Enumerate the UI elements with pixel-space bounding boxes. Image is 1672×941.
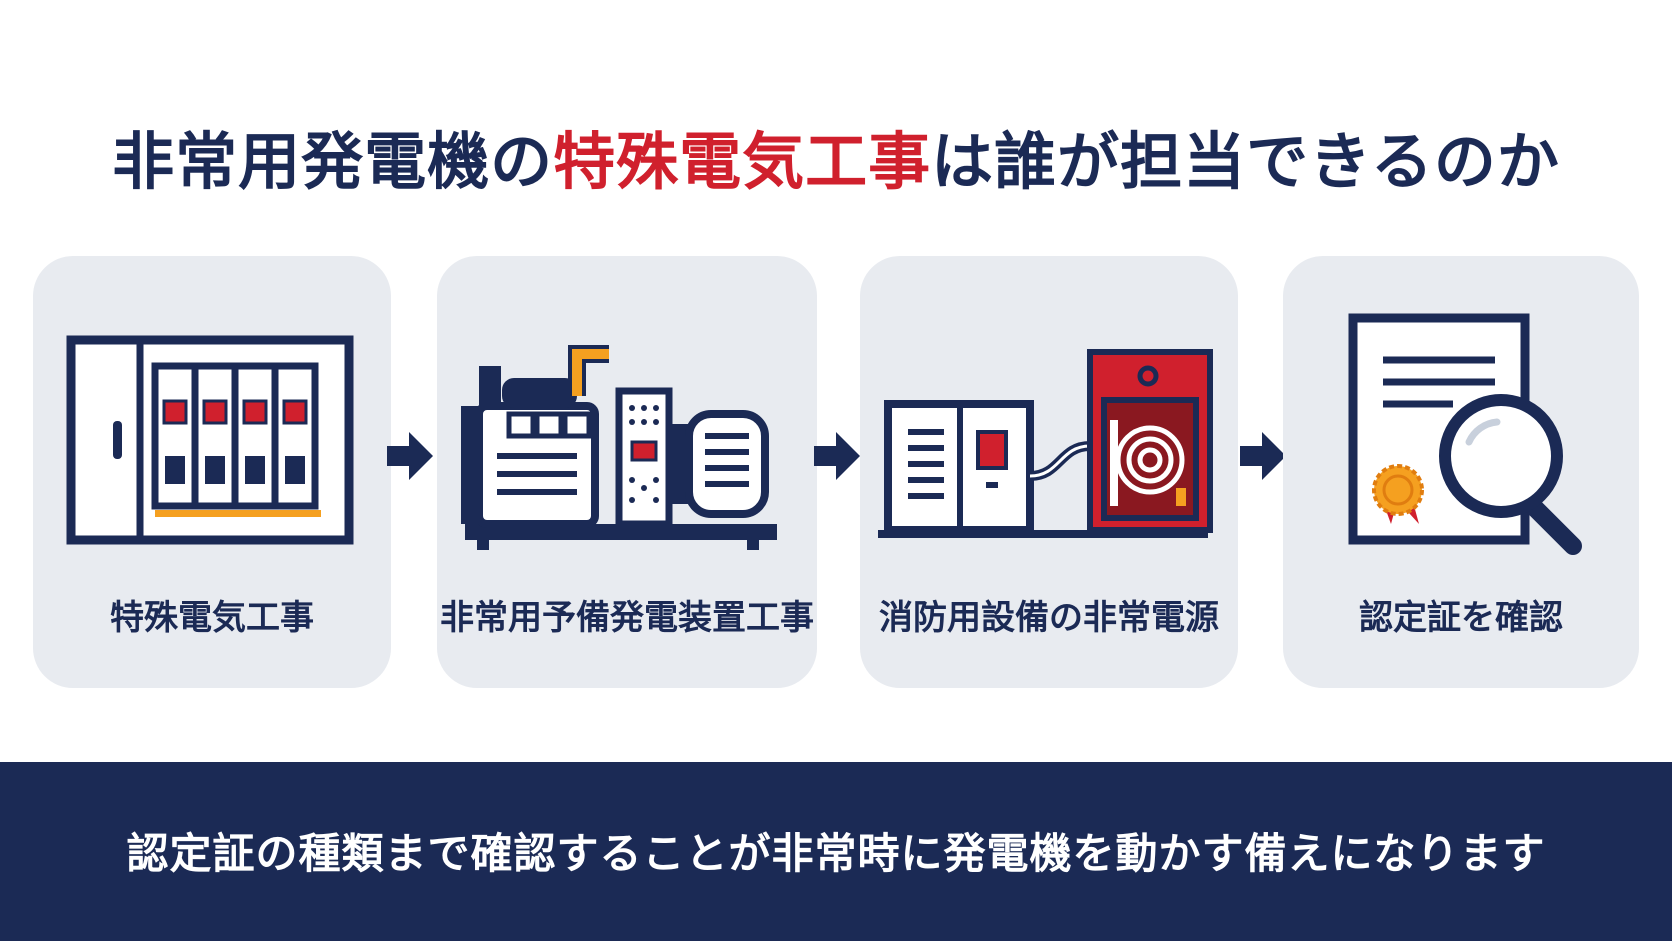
title-suffix: は誰が担当できるのか xyxy=(931,125,1560,198)
fire-hose-cabinet-icon xyxy=(878,349,1213,538)
arrow-right-icon xyxy=(814,432,860,480)
step-card-4: 認定証を確認 xyxy=(1283,256,1639,688)
step-label-4: 認定証を確認 xyxy=(1359,598,1563,638)
step-label-3: 消防用設備の非常電源 xyxy=(879,598,1219,638)
banner-text: 認定証の種類まで確認することが非常時に発電機を動かす備えになります xyxy=(126,829,1546,878)
arrow-right-icon xyxy=(1240,432,1286,480)
bottom-banner: 認定証の種類まで確認することが非常時に発電機を動かす備えになります xyxy=(0,762,1672,941)
step-label-1: 特殊電気工事 xyxy=(110,598,314,638)
step-card-2: 非常用予備発電装置工事 xyxy=(437,256,817,688)
certificate-magnifier-icon xyxy=(1348,313,1582,555)
step-card-1: 特殊電気工事 xyxy=(33,256,391,688)
step-label-2: 非常用予備発電装置工事 xyxy=(440,598,814,638)
generator-icon xyxy=(461,345,777,550)
switchboard-icon xyxy=(66,335,354,545)
title-prefix: 非常用発電機の xyxy=(112,125,554,198)
arrow-right-icon xyxy=(387,432,433,480)
step-card-3: 消防用設備の非常電源 xyxy=(860,256,1238,688)
page-title: 非常用発電機の特殊電気工事は誰が担当できるのか xyxy=(0,125,1672,198)
title-highlight: 特殊電気工事 xyxy=(553,125,932,198)
